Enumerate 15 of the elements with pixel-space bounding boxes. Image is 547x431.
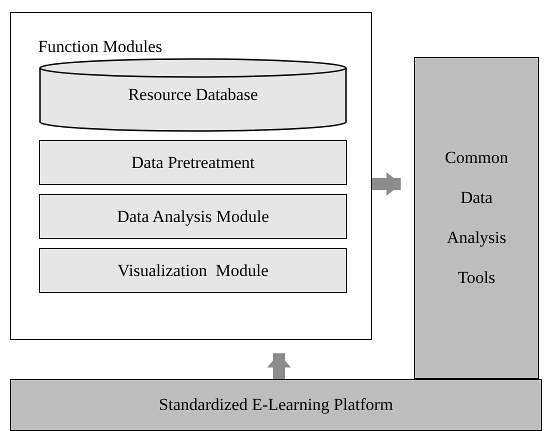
- module-box: [39, 140, 347, 185]
- group-title: Function Modules: [38, 37, 162, 57]
- node-text: Visualization Module: [117, 260, 268, 280]
- platform-bar: [10, 379, 542, 431]
- block-arrow: [372, 172, 401, 196]
- tools-box: [414, 57, 539, 379]
- module-box: [39, 248, 347, 293]
- node-text: Data Pretreatment: [131, 152, 255, 172]
- node-text: Resource Database: [128, 85, 258, 105]
- module-group-box: [10, 12, 372, 340]
- node-text: Standardized E-Learning Platform: [158, 395, 394, 415]
- node-text: Data Analysis Module: [116, 206, 270, 226]
- module-box: [39, 194, 347, 239]
- node-text: Common Data Analysis Tools: [444, 147, 510, 289]
- block-arrow: [267, 353, 291, 379]
